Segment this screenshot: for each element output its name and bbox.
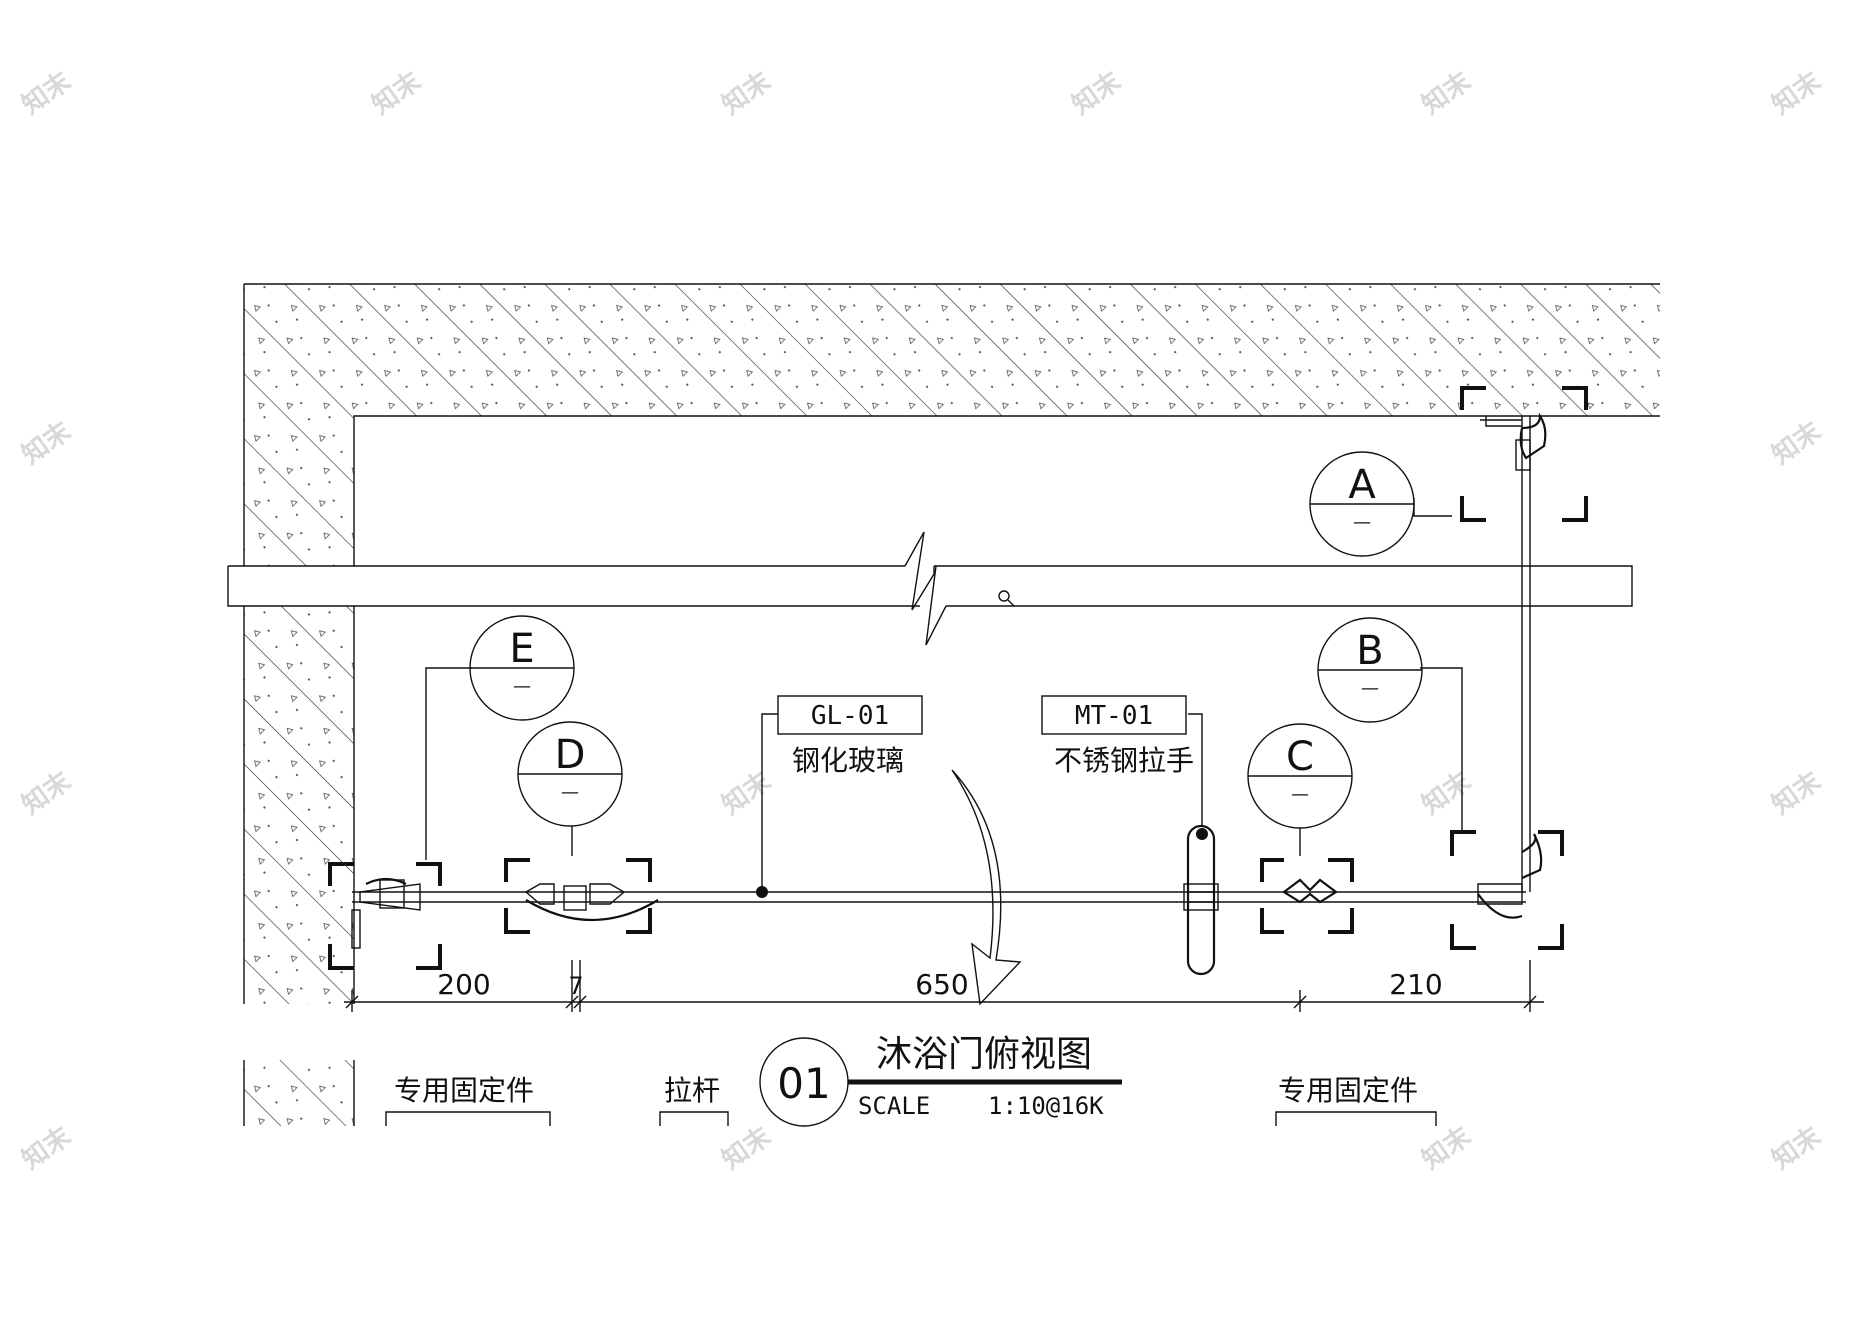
svg-text:知末: 知末 (717, 1121, 778, 1176)
legend-fixing-right: 专用固定件 (1278, 1074, 1418, 1107)
dim-gap: 7 (568, 972, 583, 1000)
svg-text:知末: 知末 (1417, 766, 1478, 821)
scale-label: SCALE (858, 1092, 930, 1120)
legend: 专用固定件 拉杆 专用固定件 (243, 1060, 1437, 1126)
marker-e-letter: E (509, 626, 534, 672)
svg-text:知末: 知末 (717, 766, 778, 821)
break-line-beam (227, 531, 1633, 650)
svg-text:知末: 知末 (1767, 66, 1828, 121)
marker-e-sub: — (513, 676, 531, 697)
tag-glass: GL-01 钢化玻璃 (777, 695, 923, 777)
concrete-wall (243, 283, 1660, 1004)
svg-text:知末: 知末 (17, 1121, 78, 1176)
glass-panel (352, 416, 1531, 903)
svg-text:知末: 知末 (1067, 66, 1128, 121)
leader-lines (425, 498, 1463, 892)
marker-b: B — (1317, 617, 1423, 723)
svg-text:知末: 知末 (717, 66, 778, 121)
dimension-line (344, 960, 1544, 1012)
dim-right: 210 (1389, 968, 1442, 1001)
marker-a-sub: — (1353, 512, 1371, 533)
svg-text:知末: 知末 (1417, 66, 1478, 121)
marker-e: E — (469, 615, 575, 721)
svg-text:知末: 知末 (1417, 1121, 1478, 1176)
svg-text:知末: 知末 (1767, 766, 1828, 821)
marker-d: D — (517, 721, 623, 827)
marker-c-sub: — (1291, 784, 1309, 805)
tag-glass-code: GL-01 (811, 701, 889, 731)
title-block: 01 沐浴门俯视图 SCALE 1:10@16K (759, 1034, 1122, 1127)
svg-text:知末: 知末 (17, 416, 78, 471)
svg-text:知末: 知末 (1767, 416, 1828, 471)
stainless-handle (1183, 824, 1219, 976)
drawing-title: 沐浴门俯视图 (876, 1034, 1092, 1075)
legend-fixing-left: 专用固定件 (394, 1074, 534, 1107)
marker-c-letter: C (1286, 734, 1314, 780)
legend-pull-rod: 拉杆 (664, 1074, 720, 1107)
svg-text:知末: 知末 (17, 766, 78, 821)
drawing-number: 01 (777, 1059, 830, 1108)
detail-frames (328, 386, 1588, 970)
dim-middle: 650 (915, 968, 968, 1001)
svg-text:知末: 知末 (367, 66, 428, 121)
marker-c: C — (1247, 723, 1353, 829)
marker-b-letter: B (1356, 628, 1383, 674)
dim-left: 200 (437, 968, 490, 1001)
tag-handle-code: MT-01 (1075, 701, 1153, 731)
tag-handle-name: 不锈钢拉手 (1054, 744, 1194, 777)
scale-value: 1:10@16K (988, 1092, 1104, 1120)
tag-handle: MT-01 不锈钢拉手 (1041, 695, 1194, 777)
marker-b-sub: — (1361, 678, 1379, 699)
svg-text:知末: 知末 (17, 66, 78, 121)
marker-a: A — (1309, 451, 1415, 557)
door-swing-arrow (951, 769, 1022, 1006)
svg-text:知末: 知末 (1767, 1121, 1828, 1176)
tag-glass-name: 钢化玻璃 (792, 744, 904, 777)
marker-d-letter: D (555, 732, 586, 778)
marker-d-sub: — (561, 782, 579, 803)
marker-a-letter: A (1348, 462, 1376, 508)
hardware (351, 412, 1547, 949)
